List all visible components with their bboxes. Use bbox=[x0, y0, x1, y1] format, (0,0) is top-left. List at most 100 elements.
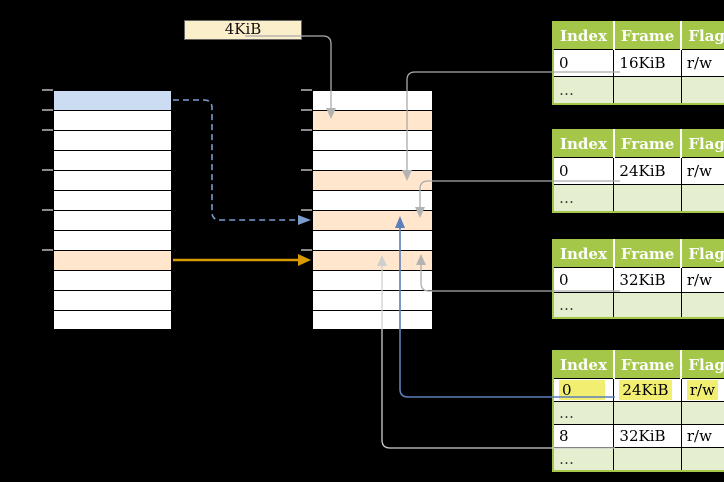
table-row: 0 24KiB r/w bbox=[552, 157, 724, 185]
cell-index: 0 bbox=[552, 267, 615, 293]
memory-row-orange bbox=[313, 111, 432, 131]
cell-frame bbox=[613, 76, 682, 105]
table-row-ellipsis: … bbox=[552, 184, 724, 213]
highlight-mark: r/w bbox=[686, 380, 718, 400]
cell-flags bbox=[680, 401, 724, 425]
table-row-ellipsis: … bbox=[552, 292, 724, 319]
header-cell-frame: Frame bbox=[613, 240, 683, 268]
page-table-header-row: Index Frame Flags bbox=[553, 130, 724, 158]
address-tick bbox=[301, 169, 312, 171]
cell-index: 8 bbox=[552, 424, 615, 448]
page-table-1: Index Frame Flags 0 16KiB r/w … bbox=[552, 21, 724, 105]
address-tick bbox=[301, 249, 312, 251]
header-cell-frame: Frame bbox=[613, 351, 683, 379]
page-table-header-row: Index Frame Flags bbox=[553, 351, 724, 379]
cell-frame bbox=[613, 292, 682, 319]
cell-index: 0 bbox=[552, 378, 615, 402]
cell-flags: r/w bbox=[680, 378, 724, 402]
memory-row bbox=[54, 311, 171, 329]
cell-flags bbox=[680, 76, 724, 105]
table-row: 8 32KiB r/w bbox=[552, 424, 724, 448]
cell-flags bbox=[680, 292, 724, 319]
memory-row bbox=[313, 271, 432, 291]
table-row: 0 32KiB r/w bbox=[552, 267, 724, 293]
table-row-ellipsis: … bbox=[552, 401, 724, 425]
address-tick bbox=[42, 89, 53, 91]
address-tick bbox=[42, 249, 53, 251]
left-memory-table bbox=[53, 90, 172, 330]
memory-row bbox=[313, 151, 432, 171]
arrowhead-right bbox=[298, 215, 311, 225]
header-cell-index: Index bbox=[553, 22, 615, 50]
header-cell-index: Index bbox=[553, 240, 615, 268]
memory-row-orange bbox=[313, 171, 432, 191]
table-row-ellipsis: … bbox=[552, 76, 724, 105]
header-cell-flags: Flags bbox=[681, 351, 724, 379]
table-row-highlighted: 0 24KiB r/w bbox=[552, 378, 724, 402]
cell-frame bbox=[613, 184, 682, 213]
cell-flags: r/w bbox=[680, 424, 724, 448]
memory-row bbox=[54, 151, 171, 171]
header-cell-flags: Flags bbox=[681, 130, 724, 158]
address-tick bbox=[301, 109, 312, 111]
page-table-2: Index Frame Flags 0 24KiB r/w … bbox=[552, 129, 724, 213]
page-table-header-row: Index Frame Flags bbox=[553, 22, 724, 50]
memory-row bbox=[313, 191, 432, 211]
address-tick bbox=[42, 169, 53, 171]
header-cell-index: Index bbox=[553, 351, 615, 379]
cell-frame bbox=[613, 401, 682, 425]
address-tick bbox=[42, 129, 53, 131]
cell-index: … bbox=[552, 292, 615, 319]
cell-flags: r/w bbox=[680, 49, 724, 77]
memory-row bbox=[313, 131, 432, 151]
memory-row bbox=[54, 191, 171, 211]
memory-row-blue bbox=[54, 91, 171, 111]
cell-flags bbox=[680, 447, 724, 472]
memory-row-orange bbox=[313, 211, 432, 231]
cell-frame: 24KiB bbox=[613, 157, 682, 185]
cell-index: … bbox=[552, 76, 615, 105]
middle-memory-table bbox=[312, 90, 433, 330]
arrow-left-to-middle-dashed bbox=[173, 99, 298, 221]
page-size-label: 4KiB bbox=[184, 20, 302, 40]
highlight-mark: 24KiB bbox=[619, 380, 672, 400]
cell-index: 0 bbox=[552, 157, 615, 185]
highlight-mark: 0 bbox=[559, 380, 605, 400]
memory-row bbox=[313, 231, 432, 251]
memory-row bbox=[54, 231, 171, 251]
cell-frame bbox=[613, 447, 682, 472]
address-tick bbox=[301, 209, 312, 211]
memory-row-orange bbox=[313, 251, 432, 271]
cell-frame: 16KiB bbox=[613, 49, 682, 77]
header-cell-flags: Flags bbox=[681, 22, 724, 50]
cell-flags: r/w bbox=[680, 267, 724, 293]
table-row-ellipsis: … bbox=[552, 447, 724, 472]
arrowhead-right bbox=[298, 254, 311, 266]
address-tick bbox=[42, 109, 53, 111]
memory-row bbox=[54, 291, 171, 311]
address-tick bbox=[301, 89, 312, 91]
cell-frame: 24KiB bbox=[613, 378, 682, 402]
address-tick bbox=[301, 129, 312, 131]
cell-flags bbox=[680, 184, 724, 213]
memory-row bbox=[54, 211, 171, 231]
memory-row bbox=[54, 111, 171, 131]
cell-index: 0 bbox=[552, 49, 615, 77]
cell-index: … bbox=[552, 447, 615, 472]
cell-frame: 32KiB bbox=[613, 267, 682, 293]
header-cell-index: Index bbox=[553, 130, 615, 158]
page-table-4: Index Frame Flags 0 24KiB r/w … 8 32KiB … bbox=[552, 350, 724, 472]
memory-row bbox=[313, 91, 432, 111]
page-table-header-row: Index Frame Flags bbox=[553, 240, 724, 268]
cell-index: … bbox=[552, 401, 615, 425]
cell-index: … bbox=[552, 184, 615, 213]
address-tick bbox=[42, 209, 53, 211]
memory-row bbox=[54, 171, 171, 191]
cell-flags: r/w bbox=[680, 157, 724, 185]
page-table-3: Index Frame Flags 0 32KiB r/w … bbox=[552, 239, 724, 319]
table-row: 0 16KiB r/w bbox=[552, 49, 724, 77]
header-cell-frame: Frame bbox=[613, 22, 683, 50]
memory-row bbox=[313, 291, 432, 311]
memory-row bbox=[54, 131, 171, 151]
